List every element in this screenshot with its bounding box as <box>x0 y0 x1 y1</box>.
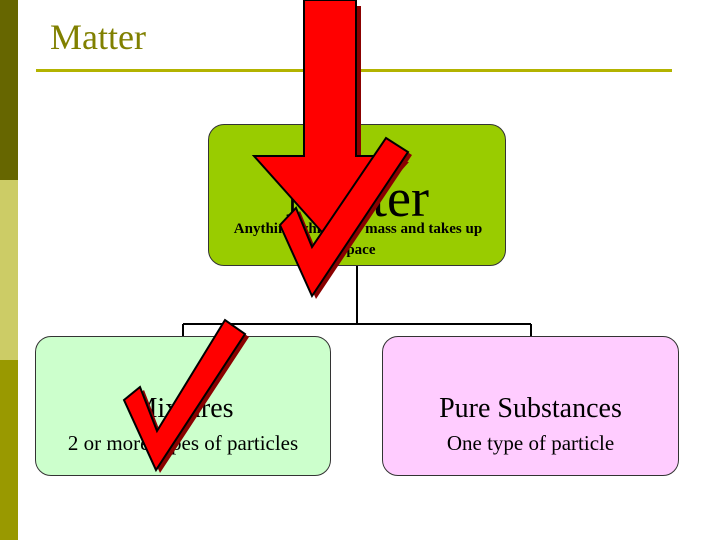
mixtures-node-title: Mixtures <box>132 393 234 424</box>
pure-substances-node: Pure Substances One type of particle <box>382 336 679 476</box>
matter-node: Matter Anything which has mass and takes… <box>208 124 506 266</box>
page-title: Matter <box>50 17 146 57</box>
mixtures-node-description: 2 or more types of particles <box>67 431 299 455</box>
pure-substances-node-title: Pure Substances <box>439 393 622 424</box>
sidebar-band-mid <box>0 360 18 540</box>
matter-node-description: Anything which has mass and takes up spa… <box>233 221 483 258</box>
sidebar-band-light <box>0 180 18 360</box>
pure-substances-node-description: One type of particle <box>446 431 615 455</box>
mixtures-node: Mixtures 2 or more types of particles <box>35 336 331 476</box>
matter-node-title: Matter <box>285 168 429 228</box>
sidebar-band-dark <box>0 0 18 180</box>
